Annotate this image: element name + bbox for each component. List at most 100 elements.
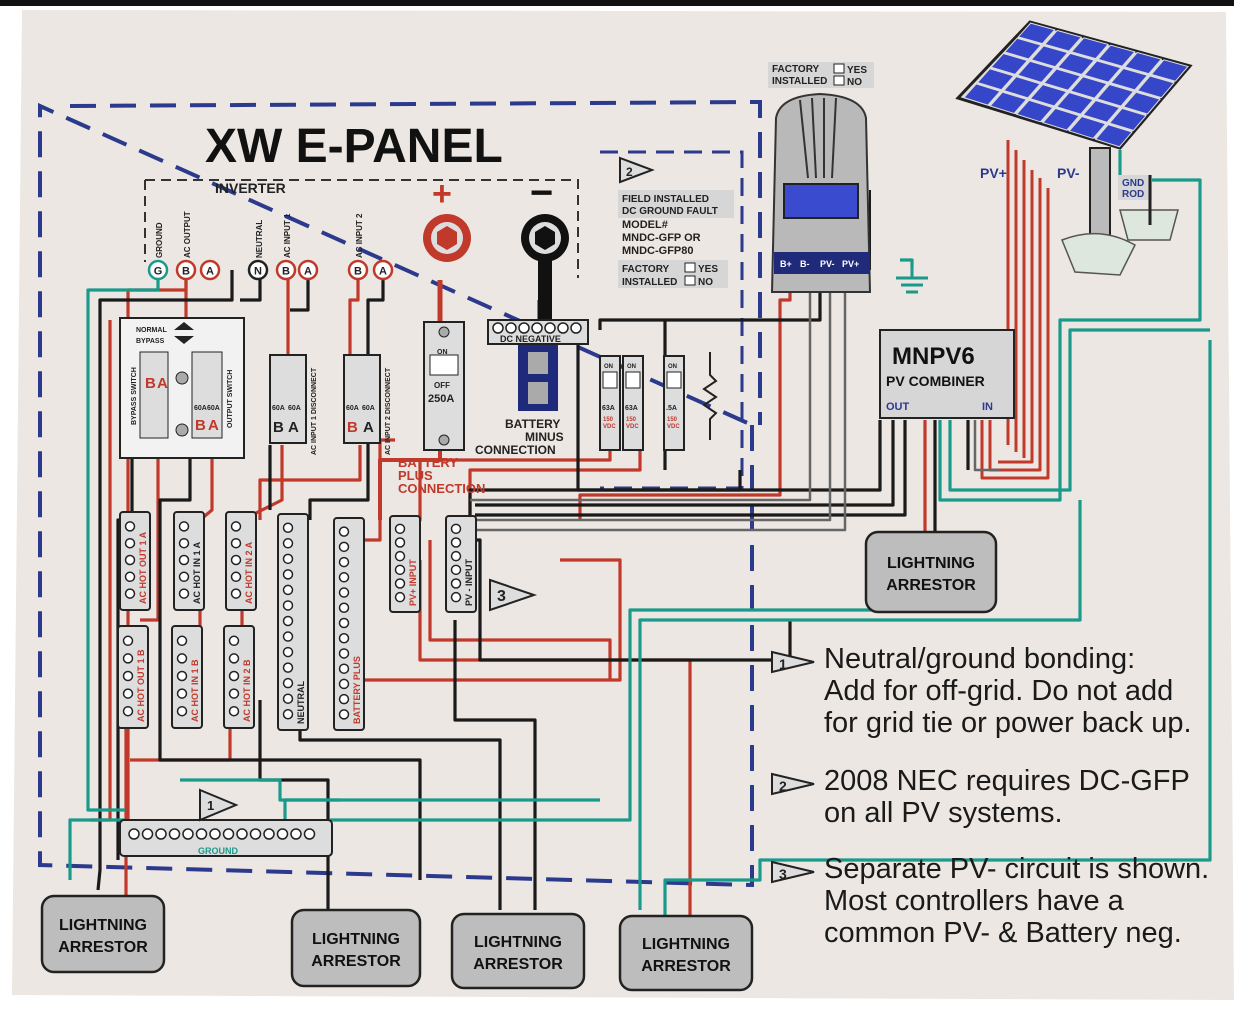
svg-text:VDC: VDC <box>626 424 639 430</box>
e-panel-outline <box>38 99 762 888</box>
arrestor-label: LIGHTNING <box>887 555 975 572</box>
svg-text:YES: YES <box>847 65 867 76</box>
svg-text:FIELD INSTALLED: FIELD INSTALLED <box>622 194 709 205</box>
svg-text:BATTERY: BATTERY <box>505 417 560 431</box>
plus-sign: + <box>432 175 452 213</box>
svg-text:B: B <box>347 419 358 436</box>
svg-text:OFF: OFF <box>434 381 450 390</box>
bus-bar-label: BATTERY PLUS <box>352 656 362 724</box>
svg-text:YES: YES <box>698 264 718 275</box>
battery-plus-connection-label: BATTERY PLUS CONNECTION <box>398 455 485 496</box>
bus-bar: BATTERY PLUS <box>333 517 365 731</box>
svg-text:MNDC-GFP OR: MNDC-GFP OR <box>622 232 701 244</box>
note-text: Most controllers have a <box>824 885 1125 917</box>
bus-bar: AC HOT OUT 1 A <box>119 511 151 611</box>
note-text: Add for off-grid. Do not add <box>824 675 1173 707</box>
svg-text:A: A <box>363 419 374 436</box>
gfp-block: 2 FIELD INSTALLED DC GROUND FAULT MODEL#… <box>618 156 734 288</box>
svg-text:60A: 60A <box>288 405 301 412</box>
arrestor-label: LIGHTNING <box>474 934 562 951</box>
top-border <box>0 0 1234 6</box>
terminal-letter: G <box>154 266 163 278</box>
bus-bar-label: PV+ INPUT <box>408 559 418 606</box>
svg-text:B: B <box>195 417 206 434</box>
gnd-rod-label: GND <box>1122 178 1144 189</box>
svg-text:63A: 63A <box>625 405 638 412</box>
svg-text:3: 3 <box>497 588 506 605</box>
svg-text:NO: NO <box>847 77 862 88</box>
ground-patch-icon <box>1061 232 1136 276</box>
pv-combiner: MNPV6 PV COMBINER OUT IN <box>879 329 1015 419</box>
note-text: common PV- & Battery neg. <box>824 917 1182 949</box>
arrestor-label: LIGHTNING <box>642 936 730 953</box>
svg-text:MODEL#: MODEL# <box>622 219 668 231</box>
controller-display <box>783 183 859 219</box>
lightning-arrestor: LIGHTNING ARRESTOR <box>864 530 998 614</box>
bus-bar: AC HOT IN 1 A <box>173 511 205 611</box>
svg-text:VDC: VDC <box>667 424 680 430</box>
controller-terminal: B+ <box>780 259 792 269</box>
bus-bar: AC HOT IN 2 A <box>225 511 257 611</box>
terminal-letter: B <box>282 266 290 278</box>
terminal-label: AC INPUT 2 <box>355 213 364 258</box>
pv-minus-label: PV- <box>1057 165 1080 181</box>
terminal-letter: A <box>304 266 312 278</box>
svg-text:PLUS: PLUS <box>398 468 433 483</box>
gfp-resistor-icon <box>702 352 718 440</box>
marker-3-icon: 3 <box>489 578 538 612</box>
inverter-label: INVERTER <box>215 180 286 196</box>
svg-text:DC GROUND FAULT: DC GROUND FAULT <box>622 206 718 217</box>
svg-text:63A: 63A <box>602 405 615 412</box>
controller-terminal: PV+ <box>842 259 859 269</box>
ac1-disconnect-label: AC INPUT 1 DISCONNECT <box>311 367 318 455</box>
note-marker: 2 <box>779 778 787 794</box>
lightning-arrestors: LIGHTNING ARRESTOR LIGHTNING ARRESTOR LIGHTN… <box>40 530 998 992</box>
arrestor-label: ARRESTOR <box>886 577 976 594</box>
inverter-terminal: B AC OUTPUT <box>175 211 197 281</box>
terminal-letter: B <box>182 266 190 278</box>
pv-plus-label: PV+ <box>980 165 1007 181</box>
dc-main-breaker: ON OFF 250A <box>423 321 465 451</box>
svg-text:150: 150 <box>667 417 678 423</box>
svg-text:250A: 250A <box>428 393 454 405</box>
inverter-terminal: A <box>199 259 221 281</box>
svg-text:INSTALLED: INSTALLED <box>622 277 677 288</box>
terminal-label: AC INPUT 1 <box>283 213 292 258</box>
svg-text:2: 2 <box>626 165 633 179</box>
svg-text:ROD: ROD <box>1122 189 1144 200</box>
note-text: Separate PV- circuit is shown. <box>824 853 1209 885</box>
selector-arrows-icon <box>174 322 194 344</box>
svg-text:A: A <box>157 375 168 392</box>
svg-text:60A: 60A <box>194 405 207 412</box>
svg-text:MINUS: MINUS <box>525 430 564 444</box>
bus-bar: PV+ INPUT <box>389 515 421 613</box>
svg-text:NO: NO <box>698 277 713 288</box>
svg-text:A: A <box>208 417 219 434</box>
controller-installed-checkbox <box>833 75 845 86</box>
battery-positive-terminal: + <box>423 175 471 262</box>
gfp-installed-checkbox <box>684 275 696 286</box>
bus-bar: AC HOT OUT 1 B <box>117 625 149 729</box>
bus-bar-label: AC HOT OUT 1 B <box>136 649 146 722</box>
battery-minus-connection-label: BATTERY MINUS CONNECTION <box>475 417 564 457</box>
svg-text:CONNECTION: CONNECTION <box>475 443 556 457</box>
bus-bar-label: AC HOT OUT 1 A <box>138 531 148 604</box>
terminal-label: AC OUTPUT <box>183 211 192 258</box>
marker-1-icon: 1 <box>199 788 239 822</box>
arrestor-label: ARRESTOR <box>473 956 563 973</box>
ground-bus: GROUND <box>119 819 333 857</box>
bus-bar: NEUTRAL <box>277 513 309 731</box>
controller-terminal-strip <box>774 252 870 274</box>
svg-text:B: B <box>273 419 284 436</box>
bus-bar: PV - INPUT <box>445 515 477 613</box>
